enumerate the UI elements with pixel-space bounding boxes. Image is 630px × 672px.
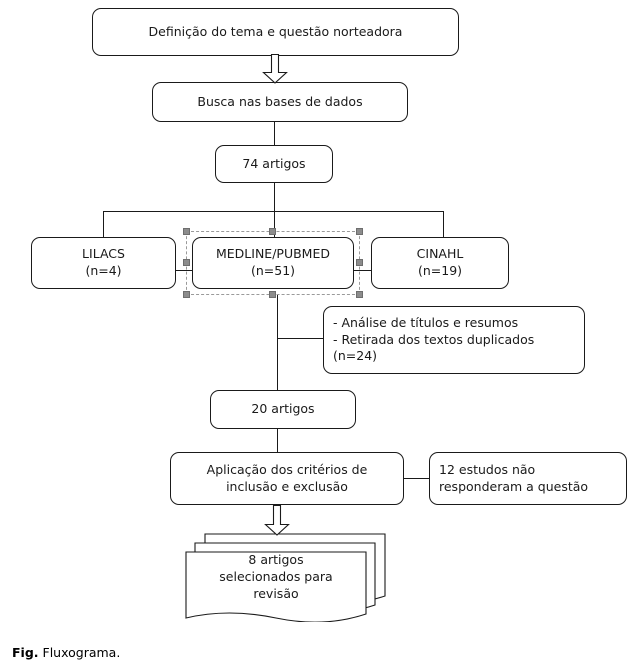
selection-handle-ne[interactable] bbox=[356, 228, 363, 235]
node-topic-definition-label: Definição do tema e questão norteadora bbox=[148, 23, 403, 39]
node-topic-definition[interactable]: Definição do tema e questão norteadora bbox=[92, 8, 459, 56]
node-articles-74[interactable]: 74 artigos bbox=[215, 145, 333, 183]
node-screening[interactable]: - Análise de títulos e resumos - Retirad… bbox=[323, 306, 585, 374]
selection-handle-n[interactable] bbox=[269, 228, 276, 235]
selection-handle-se[interactable] bbox=[356, 291, 363, 298]
connector-branch-bar bbox=[103, 211, 444, 212]
connector-lilacs-medline bbox=[176, 270, 193, 271]
block-down-arrow-icon-1 bbox=[262, 54, 288, 84]
figure-caption-text: Fluxograma. bbox=[42, 645, 121, 660]
node-medline-pubmed[interactable]: MEDLINE/PUBMED (n=51) bbox=[192, 237, 354, 289]
node-excluded-12[interactable]: 12 estudos não responderam a questão bbox=[429, 452, 627, 505]
connector-criteria-to-excluded bbox=[404, 478, 430, 479]
selection-handle-s[interactable] bbox=[269, 291, 276, 298]
connector-74-down bbox=[274, 182, 275, 212]
node-cinahl[interactable]: CINAHL (n=19) bbox=[371, 237, 509, 289]
connector-medline-cinahl bbox=[354, 270, 372, 271]
selection-handle-nw[interactable] bbox=[183, 228, 190, 235]
connector-20-to-criteria bbox=[277, 428, 278, 452]
node-lilacs-label: LILACS (n=4) bbox=[82, 246, 125, 278]
selection-handle-sw[interactable] bbox=[183, 291, 190, 298]
figure-caption-prefix: Fig. bbox=[12, 645, 39, 660]
node-criteria-label: Aplicação dos critérios de inclusão e ex… bbox=[206, 461, 368, 494]
node-selected-8-label: 8 artigos selecionados para revisão bbox=[219, 552, 333, 601]
connector-to-screening bbox=[277, 338, 324, 339]
node-medline-pubmed-label: MEDLINE/PUBMED (n=51) bbox=[216, 246, 330, 278]
node-cinahl-label: CINAHL (n=19) bbox=[416, 246, 464, 278]
connector-branch-center bbox=[274, 211, 275, 237]
document-stack-icon[interactable] bbox=[183, 530, 389, 622]
node-articles-74-label: 74 artigos bbox=[242, 155, 306, 171]
node-database-search[interactable]: Busca nas bases de dados bbox=[152, 82, 408, 122]
connector-search-to-74 bbox=[274, 121, 275, 145]
connector-medline-to-20 bbox=[277, 294, 278, 390]
node-screening-label: - Análise de títulos e resumos - Retirad… bbox=[333, 314, 535, 364]
block-down-arrow-icon-2 bbox=[264, 505, 290, 536]
node-excluded-12-label: 12 estudos não responderam a questão bbox=[439, 461, 589, 494]
figure-caption: Fig. Fluxograma. bbox=[12, 645, 120, 660]
node-database-search-label: Busca nas bases de dados bbox=[197, 93, 363, 109]
connector-branch-right bbox=[443, 211, 444, 237]
selection-handle-e[interactable] bbox=[356, 259, 363, 266]
node-articles-20-label: 20 artigos bbox=[251, 401, 315, 417]
node-criteria[interactable]: Aplicação dos critérios de inclusão e ex… bbox=[170, 452, 404, 505]
selection-handle-w[interactable] bbox=[183, 259, 190, 266]
node-lilacs[interactable]: LILACS (n=4) bbox=[31, 237, 176, 289]
connector-branch-left bbox=[103, 211, 104, 237]
node-articles-20[interactable]: 20 artigos bbox=[210, 390, 356, 429]
